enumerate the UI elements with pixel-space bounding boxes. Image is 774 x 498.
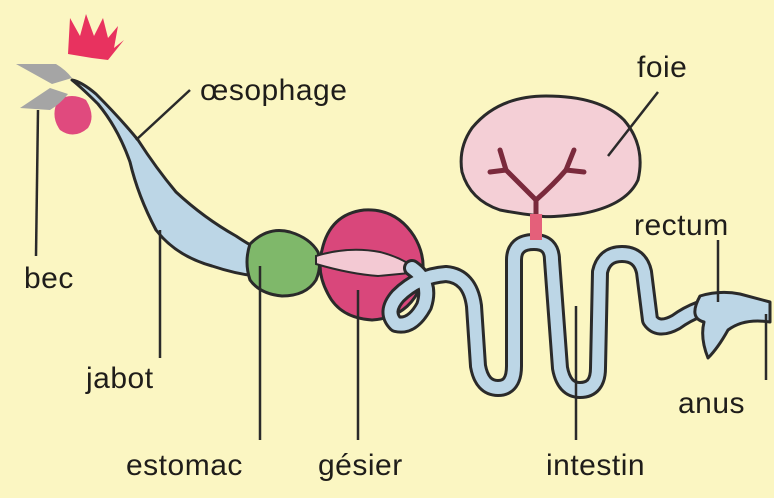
label-bec: bec: [24, 262, 74, 295]
leader-lines: [34, 89, 768, 440]
label-rectum: rectum: [634, 209, 729, 242]
liver-shape: [459, 94, 642, 219]
label-foie: foie: [637, 51, 688, 84]
label-oesophage: œsophage: [200, 74, 348, 107]
wattle-shape: [54, 96, 92, 135]
leader-bec: [34, 109, 40, 257]
rectum-cloaca-shape: [693, 290, 772, 360]
comb-shape: [68, 14, 124, 60]
label-intestin: intestin: [546, 449, 646, 482]
leader-oesophage: [135, 89, 191, 141]
label-jabot: jabot: [86, 362, 154, 395]
oesophagus-crop-shape: [70, 78, 258, 278]
label-anus: anus: [678, 387, 746, 420]
label-gesier: gésier: [318, 449, 403, 482]
label-estomac: estomac: [126, 449, 243, 482]
beak-upper-shape: [16, 64, 72, 84]
bile-duct-shape: [487, 147, 587, 239]
stomach-shape: [245, 229, 322, 298]
intestine-shape: [381, 233, 733, 399]
bile-duct-link-shape: [530, 214, 542, 240]
beak-lower-shape: [20, 88, 68, 110]
leader-foie: [607, 91, 659, 157]
